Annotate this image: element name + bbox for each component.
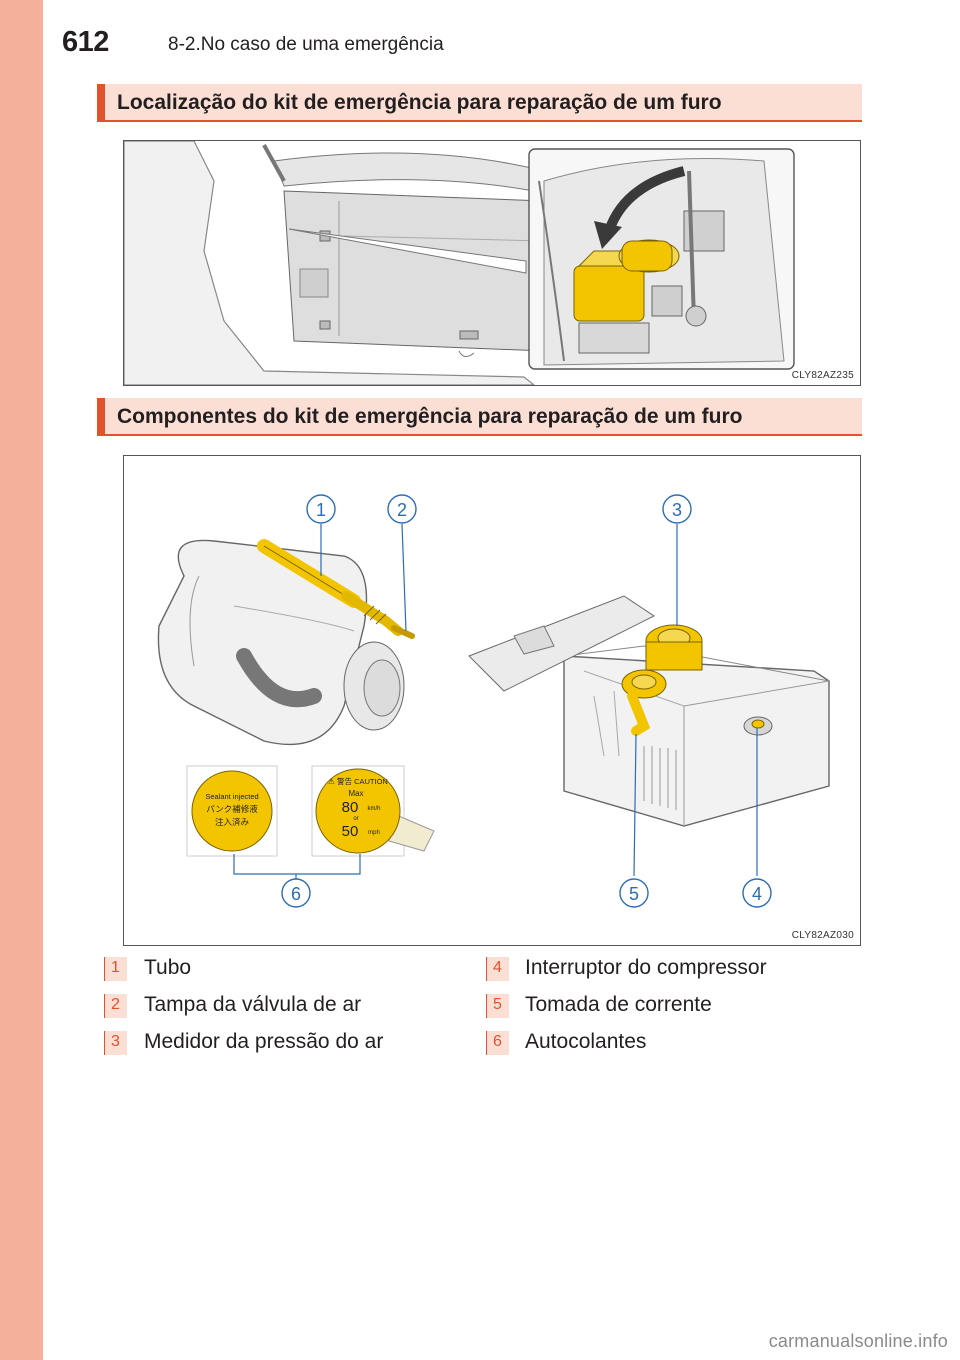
section-title-location: Localização do kit de emergência para re… bbox=[117, 91, 722, 114]
callout-6: 6 bbox=[281, 878, 311, 908]
legend-label-5: Tomada de corrente bbox=[525, 993, 712, 1016]
running-head: 8-2.No caso de uma emergência bbox=[168, 34, 444, 55]
sticker-speed-mph-unit: mph bbox=[368, 830, 380, 836]
callout-2-label: 2 bbox=[397, 500, 407, 520]
sticker-speed-mph-value: 50 bbox=[342, 823, 359, 840]
sticker-sealant-line2: パンク補修液 bbox=[206, 804, 258, 814]
figure-kit-components: Sealant injected パンク補修液 注入済み ⚠ 警告 CAUTIO… bbox=[123, 455, 861, 946]
sticker-speed-limit: ⚠ 警告 CAUTION Max 80 km/h or 50 mph bbox=[311, 765, 435, 857]
legend-label-6: Autocolantes bbox=[525, 1030, 647, 1053]
sticker-speed-warning: ⚠ 警告 CAUTION bbox=[328, 776, 388, 786]
sealant-bottle bbox=[157, 539, 415, 746]
callout-1-label: 1 bbox=[316, 500, 326, 520]
sticker-sealant-line1: Sealant injected bbox=[205, 792, 258, 801]
callout-1: 1 bbox=[306, 494, 336, 524]
legend-badge-2: 2 bbox=[104, 994, 127, 1018]
legend-label-2: Tampa da válvula de ar bbox=[144, 993, 362, 1016]
sticker-speed-max: Max bbox=[348, 789, 363, 798]
callout-3-label: 3 bbox=[672, 500, 682, 520]
legend-badge-4: 4 bbox=[486, 957, 509, 981]
sticker-speed-or: or bbox=[353, 816, 358, 822]
sticker-sealant-line3: 注入済み bbox=[215, 817, 250, 827]
trunk-illustration bbox=[124, 141, 795, 385]
compressor bbox=[468, 595, 830, 827]
sticker-speed-kmh-unit: km/h bbox=[367, 806, 380, 812]
figure-trunk-location: CLY82AZ235 bbox=[123, 140, 861, 386]
legend-badge-3: 3 bbox=[104, 1031, 127, 1055]
callout-4-label: 4 bbox=[752, 884, 762, 904]
kit-components-illustration: Sealant injected パンク補修液 注入済み ⚠ 警告 CAUTIO… bbox=[157, 494, 830, 908]
section-title-components: Componentes do kit de emergência para re… bbox=[117, 405, 743, 428]
legend-badge-5: 5 bbox=[486, 994, 509, 1018]
side-color-band bbox=[0, 0, 43, 1360]
callout-6-label: 6 bbox=[291, 884, 301, 904]
callout-2: 2 bbox=[387, 494, 417, 524]
section-header-components: Componentes do kit de emergência para re… bbox=[97, 398, 862, 436]
callout-5: 5 bbox=[619, 878, 649, 908]
figure-code-components: CLY82AZ030 bbox=[791, 930, 854, 941]
legend-badge-1: 1 bbox=[104, 957, 127, 981]
sticker-speed-kmh-value: 80 bbox=[342, 799, 359, 816]
section-header-location: Localização do kit de emergência para re… bbox=[97, 84, 862, 122]
legend-label-3: Medidor da pressão do ar bbox=[144, 1030, 384, 1053]
watermark: carmanualsonline.info bbox=[768, 1331, 948, 1351]
sticker-sealant-injected: Sealant injected パンク補修液 注入済み bbox=[186, 765, 278, 857]
page-number: 612 bbox=[62, 26, 109, 58]
callout-leaders bbox=[233, 523, 758, 881]
callout-3: 3 bbox=[662, 494, 692, 524]
legend-label-4: Interruptor do compressor bbox=[525, 956, 767, 979]
figure-code-location: CLY82AZ235 bbox=[791, 370, 854, 381]
callout-4: 4 bbox=[742, 878, 772, 908]
callout-5-label: 5 bbox=[629, 884, 639, 904]
legend-badge-6: 6 bbox=[486, 1031, 509, 1055]
legend-label-1: Tubo bbox=[144, 956, 192, 979]
